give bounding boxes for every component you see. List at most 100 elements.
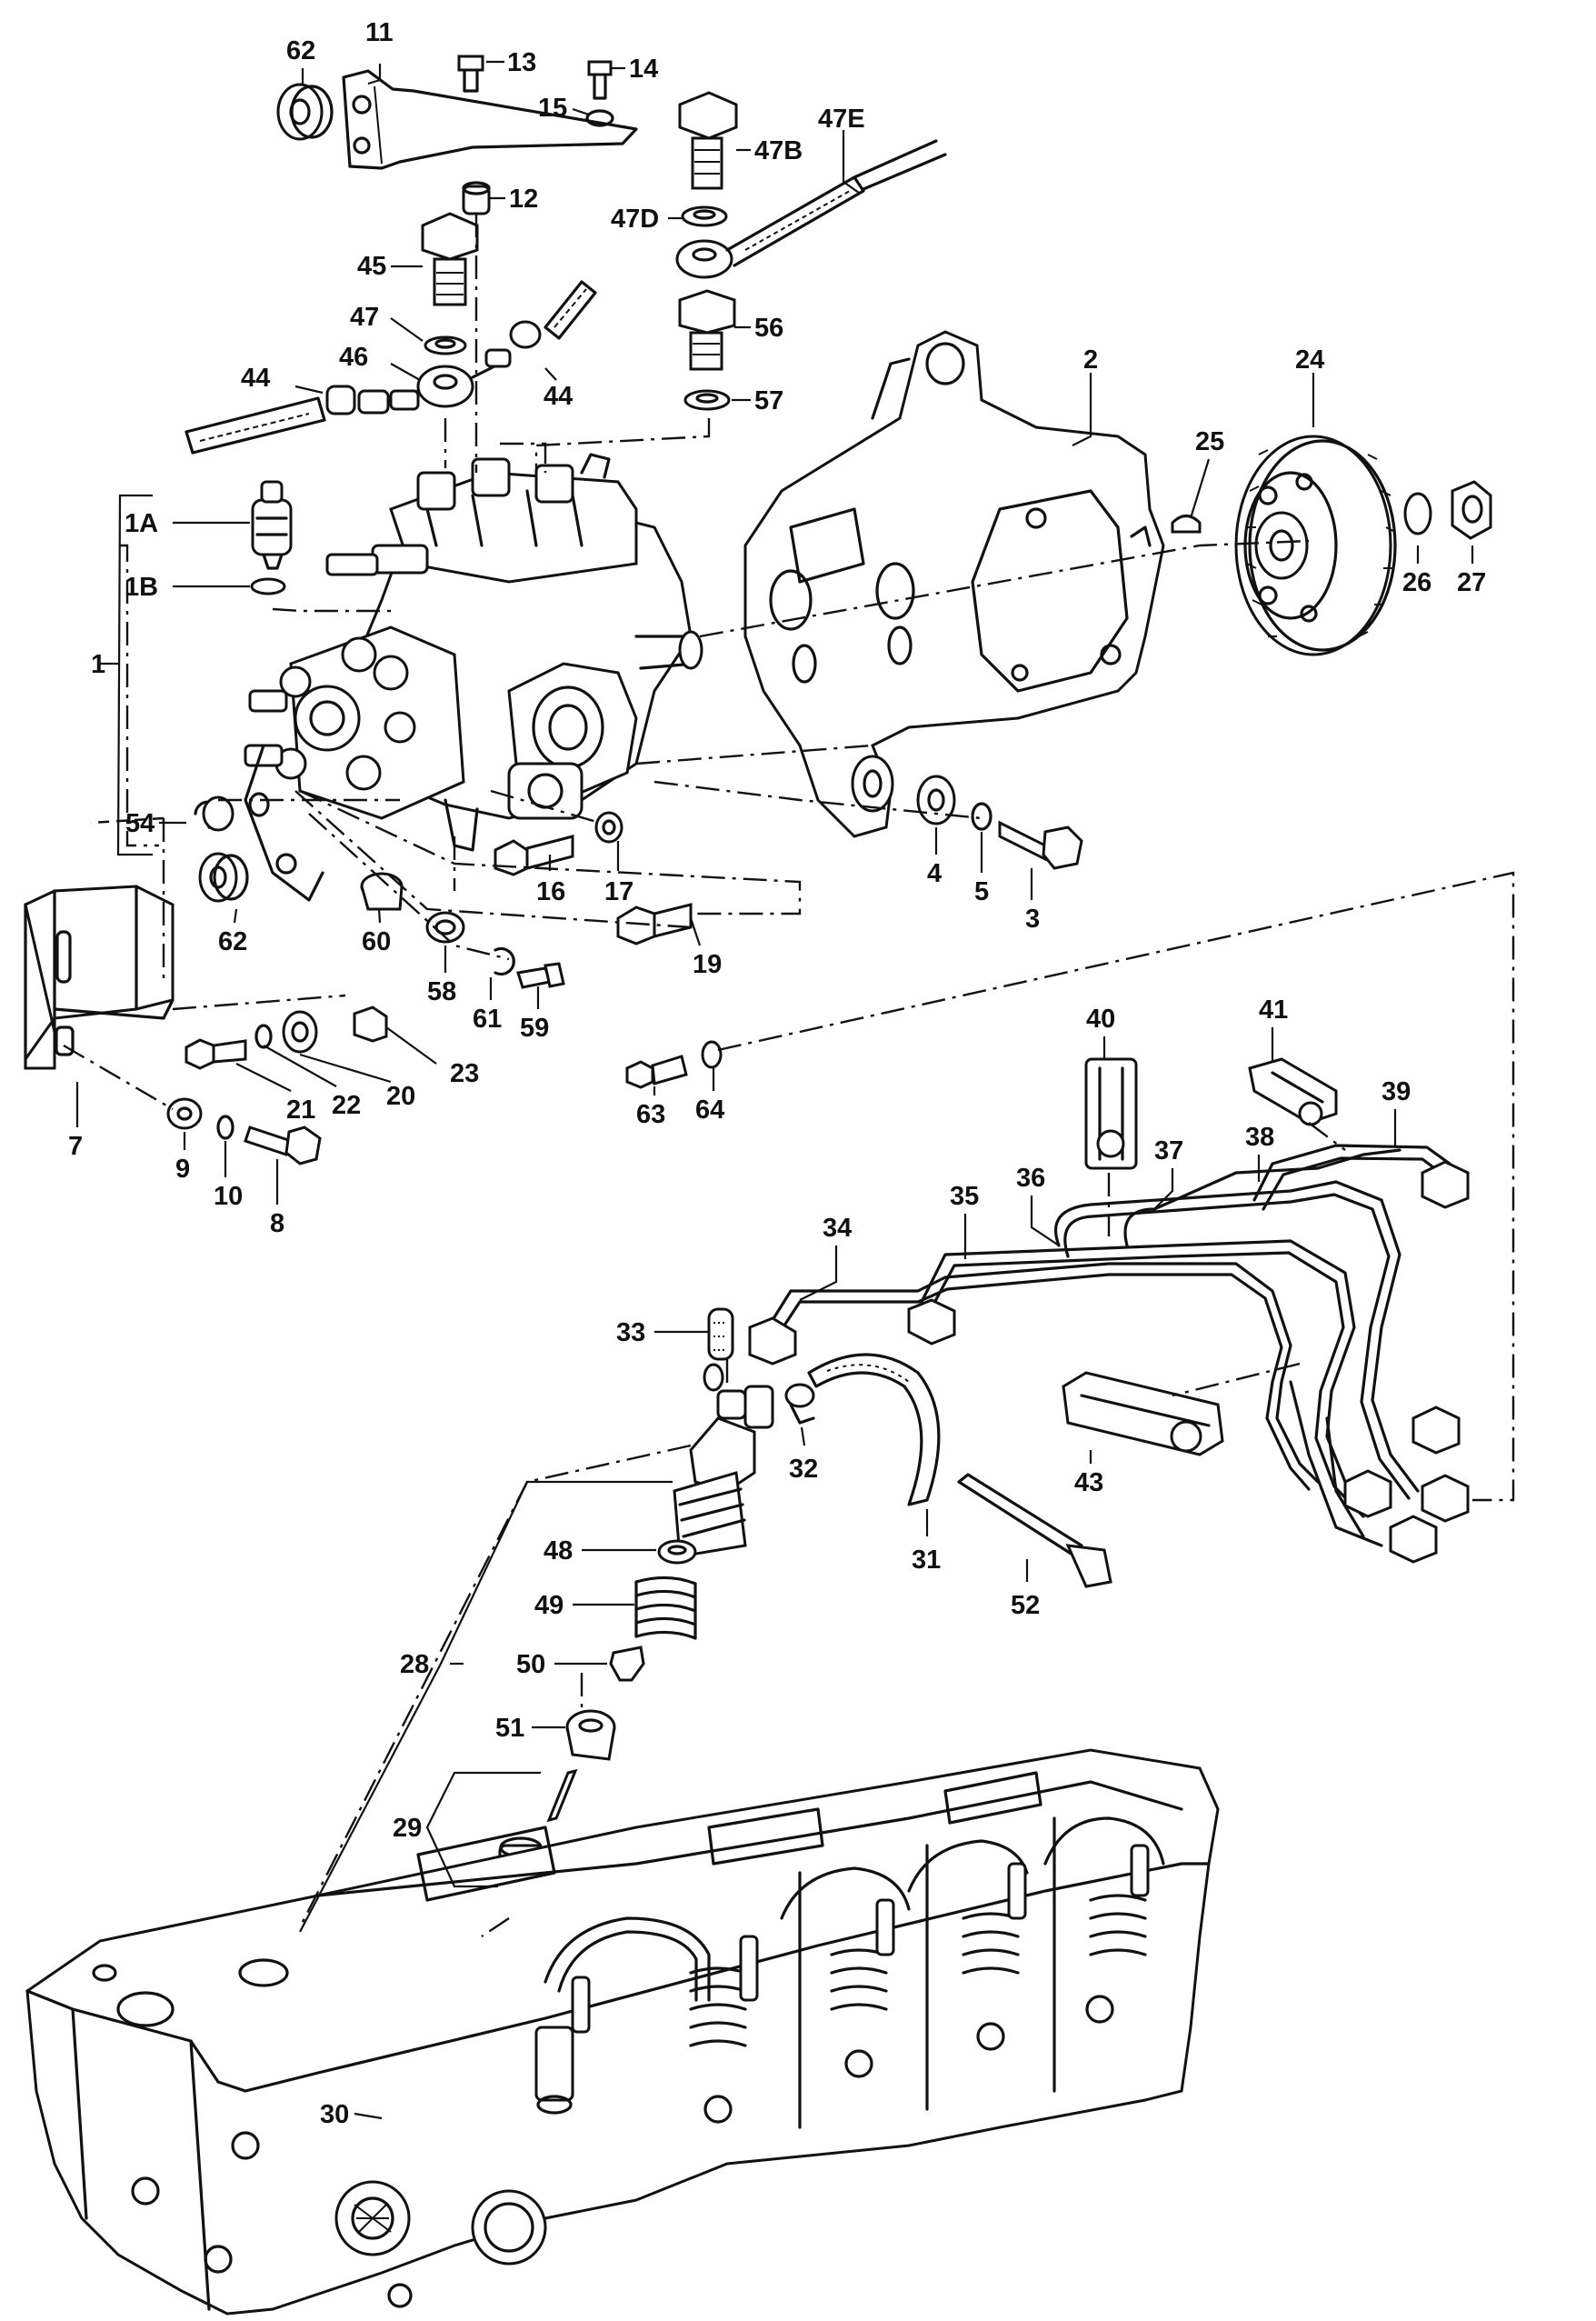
callout-44-right: 44 (544, 382, 573, 411)
injector-pipe-set-34-39 (748, 1144, 1470, 1564)
bracket-11 (342, 69, 638, 170)
group-bracket-28 (299, 1480, 673, 1933)
callout-46: 46 (339, 343, 368, 372)
fuel-hose-44-left (185, 385, 390, 455)
circlip-61 (494, 946, 515, 976)
bolt-8 (244, 1125, 322, 1166)
callout-47E: 47E (818, 105, 865, 134)
union-56 (678, 289, 736, 371)
callout-24: 24 (1295, 345, 1324, 375)
injector-28 (673, 1363, 774, 1558)
pipe-clamp-43 (1062, 1371, 1224, 1456)
cylinder-head (25, 1748, 1220, 2316)
callout-58: 58 (427, 977, 456, 1006)
callout-30: 30 (320, 2100, 349, 2129)
callout-57: 57 (754, 386, 783, 415)
bolt-13 (457, 55, 484, 93)
leak-off-hose-31 (807, 1353, 941, 1506)
callout-4: 4 (927, 859, 942, 888)
callout-45: 45 (357, 252, 386, 281)
grommet-62-mid (198, 852, 249, 903)
callout-leader-lines (75, 60, 1474, 2120)
callout-49: 49 (534, 1591, 564, 1620)
callout-9: 9 (175, 1155, 190, 1184)
callout-26: 26 (1402, 568, 1431, 597)
washer-4 (916, 775, 956, 825)
callout-28: 28 (400, 1650, 429, 1679)
callout-41: 41 (1259, 995, 1288, 1025)
banjo-bolt-47b (678, 91, 738, 190)
intermediate-disc-50 (609, 1646, 645, 1682)
washer-15 (585, 109, 614, 127)
cable-tie-52 (957, 1473, 1112, 1588)
callout-37: 37 (1154, 1136, 1183, 1166)
bolt-14 (587, 60, 613, 100)
callout-56: 56 (754, 314, 783, 343)
banjo-union-46 (380, 348, 512, 411)
callout-43: 43 (1074, 1468, 1103, 1497)
woodruff-key-25 (1171, 515, 1202, 534)
washer-57 (683, 389, 731, 411)
washer-17 (594, 811, 623, 844)
callout-39: 39 (1382, 1077, 1411, 1106)
bolt-19 (616, 903, 693, 945)
callout-7: 7 (68, 1132, 83, 1161)
spring-washer-10 (216, 1115, 234, 1140)
callout-10: 10 (214, 1182, 243, 1211)
spacer-20 (282, 1010, 318, 1054)
callout-47: 47 (350, 303, 379, 332)
spring-49 (634, 1576, 697, 1640)
callout-61: 61 (473, 1005, 502, 1034)
spacer-12 (462, 181, 491, 215)
callout-47D: 47D (611, 205, 659, 234)
banjo-bolt-45 (421, 212, 479, 306)
callout-54: 54 (125, 809, 155, 838)
callout-60: 60 (362, 927, 391, 956)
callout-12: 12 (509, 185, 538, 214)
washer-22 (254, 1024, 273, 1049)
callout-33: 33 (616, 1318, 645, 1347)
callout-17: 17 (604, 877, 633, 906)
callout-1: 1 (91, 650, 105, 679)
callout-27: 27 (1457, 568, 1486, 597)
callout-3: 3 (1025, 905, 1040, 934)
callout-25: 25 (1195, 427, 1224, 456)
callout-63: 63 (636, 1100, 665, 1129)
callout-50: 50 (516, 1650, 545, 1679)
callout-labels: 62 11 13 14 15 47E 47B 12 47D 45 56 47 4… (68, 18, 1486, 2129)
callout-40: 40 (1086, 1005, 1115, 1034)
callout-15: 15 (538, 94, 567, 123)
callout-11: 11 (365, 18, 394, 47)
bolt-16 (494, 835, 574, 876)
grommet-62-top (276, 83, 334, 141)
bolt-59 (516, 962, 565, 989)
pipe-clamp-41 (1248, 1057, 1338, 1126)
spring-washer-26 (1403, 492, 1432, 535)
callout-62-top: 62 (286, 36, 315, 65)
spring-washer-5 (971, 802, 993, 831)
callout-14: 14 (629, 55, 658, 84)
solenoid-valve-1a (251, 480, 293, 570)
pipe-clamp-40 (1084, 1057, 1138, 1170)
washer-1b (250, 577, 286, 595)
nut-27 (1451, 480, 1492, 540)
callout-13: 13 (507, 48, 536, 77)
callout-44-left: 44 (241, 364, 270, 393)
callout-47B: 47B (754, 136, 803, 165)
callout-38: 38 (1245, 1123, 1274, 1152)
callout-19: 19 (693, 950, 722, 979)
callout-52: 52 (1011, 1591, 1040, 1620)
screw-63 (625, 1055, 688, 1089)
nozzle-holder-nut-51 (565, 1709, 616, 1761)
callout-21: 21 (286, 1095, 315, 1125)
callout-1B: 1B (125, 573, 158, 602)
protective-cap-33 (707, 1307, 734, 1361)
callout-5: 5 (974, 877, 989, 906)
callout-1A: 1A (125, 509, 158, 538)
fuel-line-47e (675, 139, 947, 279)
group-bracket-1 (100, 494, 153, 856)
clip-54 (194, 792, 270, 832)
callout-22: 22 (332, 1091, 361, 1120)
callout-31: 31 (912, 1546, 941, 1575)
